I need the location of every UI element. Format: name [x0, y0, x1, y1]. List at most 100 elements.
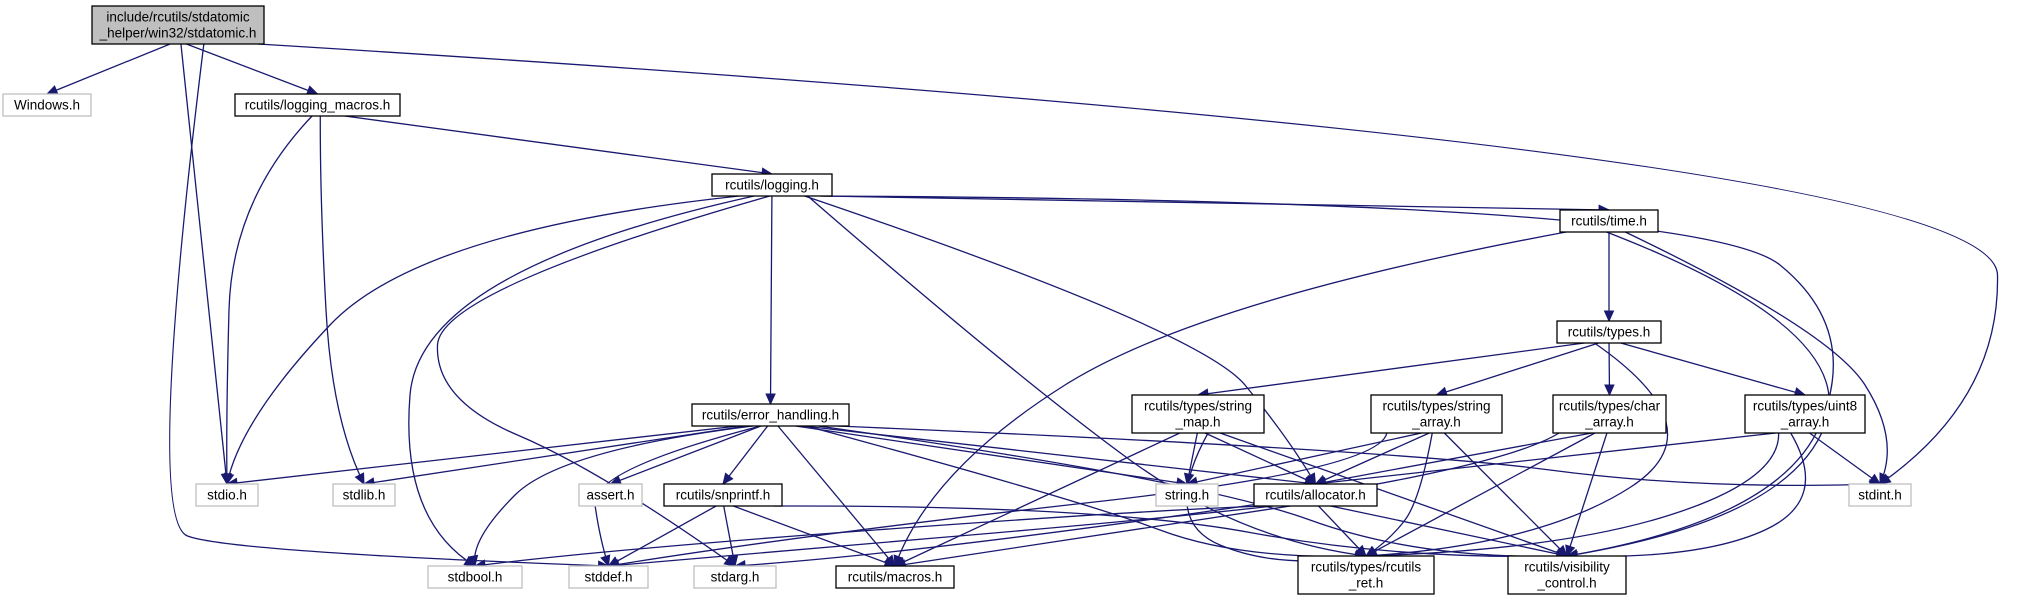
- node-stddef: stddef.h: [568, 565, 649, 589]
- edge-line: [818, 425, 1568, 557]
- edge-line: [319, 115, 365, 485]
- node-label: rcutils/snprintf.h: [676, 488, 771, 503]
- node-label: rcutils/types/string: [1382, 399, 1490, 414]
- edge-logging-to-time: [822, 195, 1611, 216]
- node-label: rcutils/time.h: [1571, 214, 1647, 229]
- edge-logging-to-error_handling: [765, 195, 776, 406]
- edge-line: [819, 195, 1834, 557]
- edge-line: [1809, 432, 1881, 485]
- edge-line: [344, 115, 773, 175]
- node-time[interactable]: rcutils/time.h: [1559, 209, 1659, 233]
- node-logging[interactable]: rcutils/logging.h: [711, 173, 833, 197]
- edge-line: [822, 195, 1610, 211]
- node-windows: Windows.h: [2, 93, 92, 117]
- edge-line: [610, 425, 762, 485]
- node-visibility[interactable]: rcutils/visibility_control.h: [1507, 555, 1627, 595]
- edge-line: [608, 505, 717, 567]
- node-box: [1155, 483, 1219, 507]
- edge-arrowhead: [722, 472, 734, 485]
- node-label: stdint.h: [1858, 488, 1902, 503]
- node-string-array[interactable]: rcutils/types/string_array.h: [1370, 394, 1503, 434]
- node-stdint: stdint.h: [1848, 483, 1912, 507]
- edge-line: [806, 425, 1367, 558]
- node-box: [234, 93, 401, 117]
- node-label: include/rcutils/stdatomic: [106, 10, 250, 25]
- node-box: [1253, 483, 1378, 507]
- edge-arrowhead: [467, 554, 479, 568]
- edge-arrowhead: [1603, 310, 1615, 323]
- edge-arrowhead: [600, 554, 611, 568]
- edge-line: [1186, 432, 1422, 485]
- edge-error_handling-to-snprintf: [722, 425, 769, 485]
- edge-line: [1566, 432, 1806, 558]
- edge-logging-to-stdarg: [436, 195, 770, 567]
- edge-line: [804, 195, 1317, 485]
- node-label: rcutils/types/rcutils: [1311, 560, 1422, 575]
- edge-logging-to-stdbool: [408, 195, 755, 567]
- edge-line: [1330, 505, 1568, 557]
- node-label: assert.h: [586, 488, 634, 503]
- node-label: rcutils/logging_macros.h: [245, 98, 391, 113]
- node-label: string.h: [1165, 488, 1209, 503]
- edge-arrowhead: [1604, 384, 1615, 397]
- edge-uint8_array-to-stdint: [1809, 432, 1881, 485]
- edge-root-to-stdio: [180, 43, 232, 486]
- node-label: rcutils/types.h: [1568, 325, 1651, 340]
- edge-types-to-char_array: [1604, 342, 1615, 397]
- node-label: _array.h: [1780, 415, 1830, 430]
- node-box: [1559, 209, 1659, 233]
- node-stdio: stdio.h: [195, 483, 259, 507]
- node-logging-macros[interactable]: rcutils/logging_macros.h: [234, 93, 401, 117]
- node-box: [1556, 320, 1662, 344]
- edge-line: [1365, 432, 1433, 557]
- edge-error_handling-to-macros: [777, 425, 896, 567]
- node-rcutils-ret[interactable]: rcutils/types/rcutils_ret.h: [1297, 555, 1435, 595]
- edge-line: [1365, 432, 1780, 557]
- edge-line: [473, 425, 753, 567]
- edge-line: [734, 432, 1560, 567]
- edge-line: [1436, 342, 1599, 396]
- node-box: [693, 565, 777, 589]
- edge-types-to-uint8_array: [1620, 342, 1807, 398]
- edge-line: [436, 195, 770, 567]
- node-label: Windows.h: [14, 98, 80, 113]
- node-macros[interactable]: rcutils/macros.h: [835, 565, 955, 589]
- node-box: [195, 483, 259, 507]
- node-label: _array.h: [1584, 415, 1634, 430]
- edge-line: [894, 231, 1567, 567]
- edge-line: [894, 432, 1181, 567]
- edge-string_array-to-allocator: [1314, 432, 1430, 485]
- edge-line: [773, 505, 1568, 558]
- node-char-array[interactable]: rcutils/types/char_array.h: [1552, 394, 1667, 434]
- edge-line: [46, 43, 171, 95]
- edge-line: [169, 43, 609, 567]
- edge-arrowhead: [765, 393, 776, 406]
- edge-root-to-stdint: [257, 43, 1999, 485]
- edge-snprintf-to-stdarg: [723, 505, 739, 568]
- node-label: _control.h: [1536, 576, 1596, 591]
- node-uint8-array[interactable]: rcutils/types/uint8_array.h: [1744, 394, 1866, 434]
- node-box: [332, 483, 396, 507]
- edge-logging_macros-to-stdlib: [319, 115, 365, 486]
- node-snprintf[interactable]: rcutils/snprintf.h: [663, 483, 783, 507]
- node-box: [1370, 394, 1503, 434]
- node-label: rcutils/error_handling.h: [702, 408, 839, 423]
- node-allocator[interactable]: rcutils/allocator.h: [1253, 483, 1378, 507]
- node-box: [711, 173, 833, 197]
- node-root[interactable]: include/rcutils/stdatomic_helper/win32/s…: [91, 5, 265, 45]
- node-string: string.h: [1155, 483, 1219, 507]
- node-types[interactable]: rcutils/types.h: [1556, 320, 1662, 344]
- edge-line: [733, 505, 896, 567]
- node-error-handling[interactable]: rcutils/error_handling.h: [691, 403, 850, 427]
- edge-line: [1620, 342, 1806, 396]
- edge-arrowhead: [354, 472, 365, 486]
- node-label: rcutils/types/string: [1144, 399, 1252, 414]
- edge-arrowhead: [45, 85, 59, 95]
- node-label: rcutils/types/char: [1559, 399, 1661, 414]
- edge-line: [1566, 432, 1608, 557]
- node-label: rcutils/allocator.h: [1265, 488, 1366, 503]
- node-string-map[interactable]: rcutils/types/string_map.h: [1131, 394, 1265, 434]
- edge-logging_macros-to-logging: [344, 115, 774, 178]
- node-box: [1297, 555, 1435, 595]
